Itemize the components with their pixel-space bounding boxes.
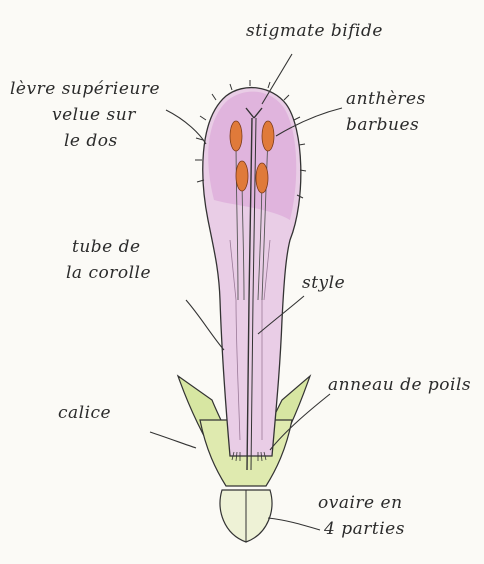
label-line: la corolle — [66, 260, 151, 286]
label-anneau-de-poils: anneau de poils — [328, 372, 471, 398]
label-stigmate-bifide: stigmate bifide — [246, 18, 383, 44]
label-ovaire: ovaire en 4 parties — [318, 490, 405, 542]
label-calice: calice — [58, 400, 111, 426]
label-tube-corolle: tube de la corolle — [66, 234, 151, 286]
label-levre-superieure: lèvre supérieure velue sur le dos — [10, 76, 160, 154]
label-line: tube de — [66, 234, 151, 260]
upper-lip-shading — [208, 92, 296, 220]
label-antheres-barbues: anthères barbues — [346, 86, 426, 138]
label-line: le dos — [10, 128, 160, 154]
label-line: lèvre supérieure — [10, 76, 160, 102]
label-line: barbues — [346, 112, 426, 138]
label-line: anthères — [346, 86, 426, 112]
label-line: velue sur — [10, 102, 160, 128]
label-line: ovaire en — [318, 490, 405, 516]
label-style: style — [302, 270, 345, 296]
label-line: 4 parties — [318, 516, 405, 542]
